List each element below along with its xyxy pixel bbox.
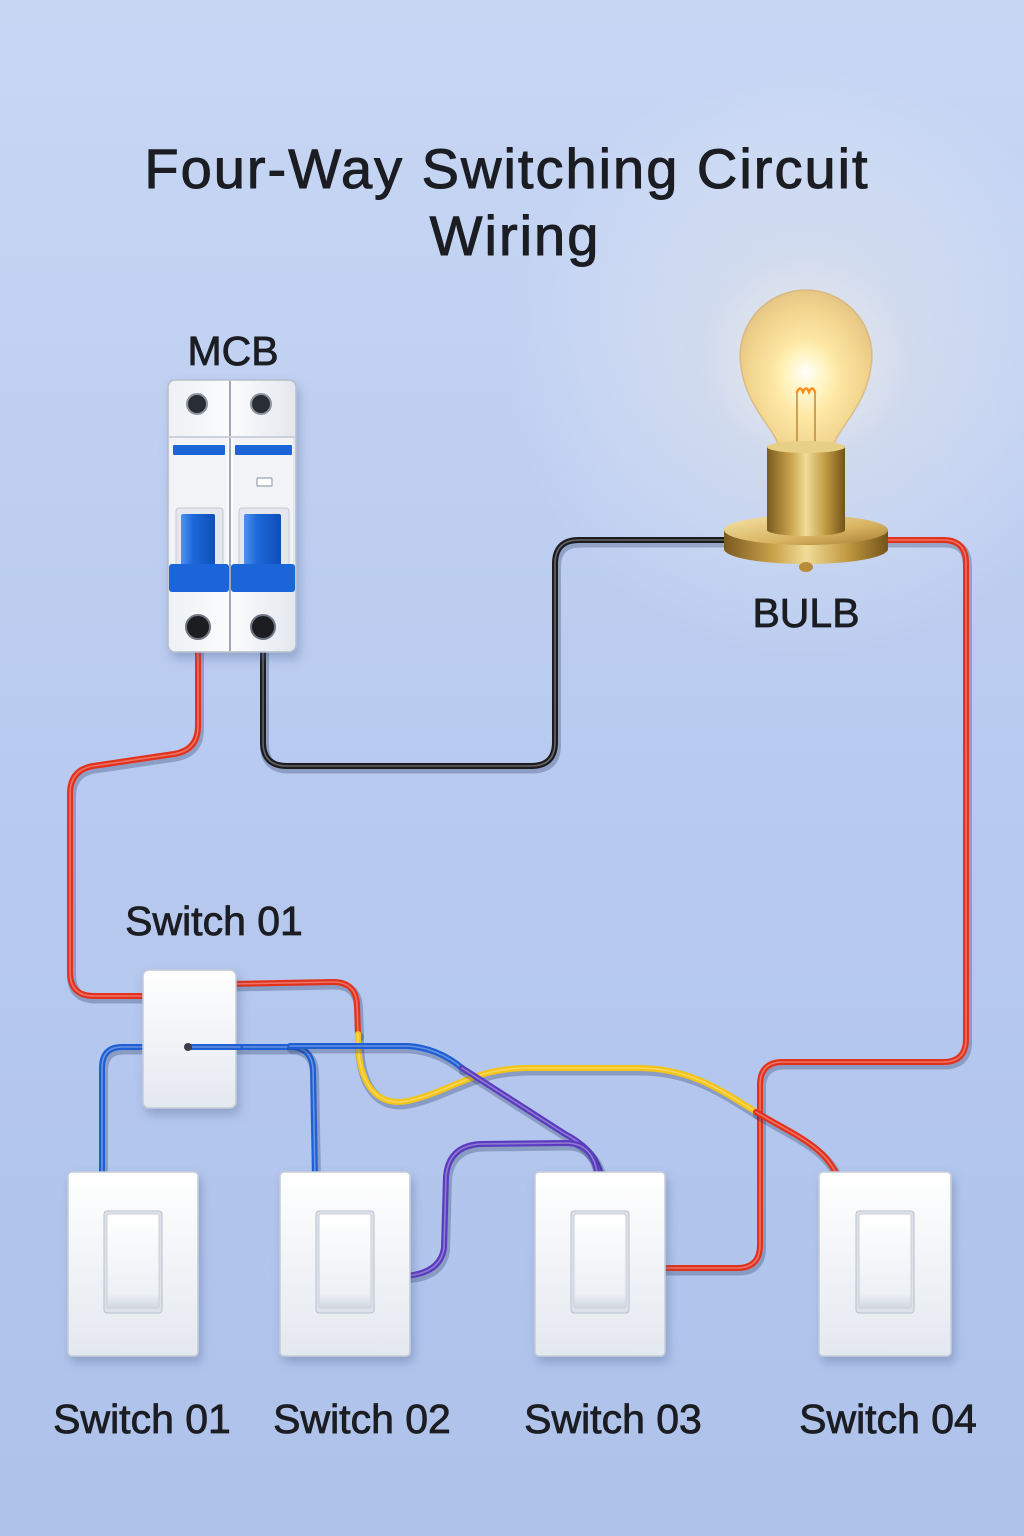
bulb-holder-bottom [767, 524, 845, 536]
mcb-indicator-stripe-left [173, 445, 225, 455]
mcb-bottom-terminal-left [185, 614, 211, 640]
bulb-filament [795, 387, 817, 396]
rocker-toggle [573, 1213, 627, 1309]
junction-center-terminal [184, 1043, 192, 1051]
diagram-title-line-1: Four-Way Switching Circuit [144, 137, 869, 200]
switch-02 [279, 1171, 411, 1357]
mcb-blue-band-left [169, 564, 229, 592]
rocker-toggle [318, 1213, 372, 1309]
rocker-toggle [106, 1213, 160, 1309]
mcb-label: MCB [187, 328, 278, 374]
junction-switch-label: Switch 01 [125, 898, 303, 944]
mcb-top-terminal-left [186, 393, 208, 415]
switch-03 [534, 1171, 666, 1357]
mcb-top-terminal-right [250, 393, 272, 415]
bulb-holder-top [767, 441, 845, 453]
light-bulb [724, 289, 888, 572]
switch-02-label: Switch 02 [273, 1396, 451, 1442]
bulb-holder-cylinder [767, 446, 845, 530]
bulb-base-tip [799, 562, 813, 572]
bulb-hotspot [772, 338, 840, 406]
bulb-label: BULB [752, 590, 859, 636]
mcb-toggle-right [244, 514, 281, 566]
mcb-breaker [167, 379, 297, 653]
switch-03-label: Switch 03 [524, 1396, 702, 1442]
rocker-toggle [858, 1213, 912, 1309]
mcb-blue-band-right [231, 564, 295, 592]
switch-04-label: Switch 04 [799, 1396, 977, 1442]
diagram-title-line-2: Wiring [430, 204, 601, 267]
mcb-indicator-stripe-right [235, 445, 292, 455]
mcb-toggle-left [181, 514, 215, 566]
switch-01 [67, 1171, 199, 1357]
switch-01-label: Switch 01 [53, 1396, 231, 1442]
switch-04 [818, 1171, 952, 1357]
junction-switch-box [142, 969, 237, 1109]
mcb-bottom-terminal-right [250, 614, 276, 640]
mcb-label-slot [256, 477, 273, 487]
